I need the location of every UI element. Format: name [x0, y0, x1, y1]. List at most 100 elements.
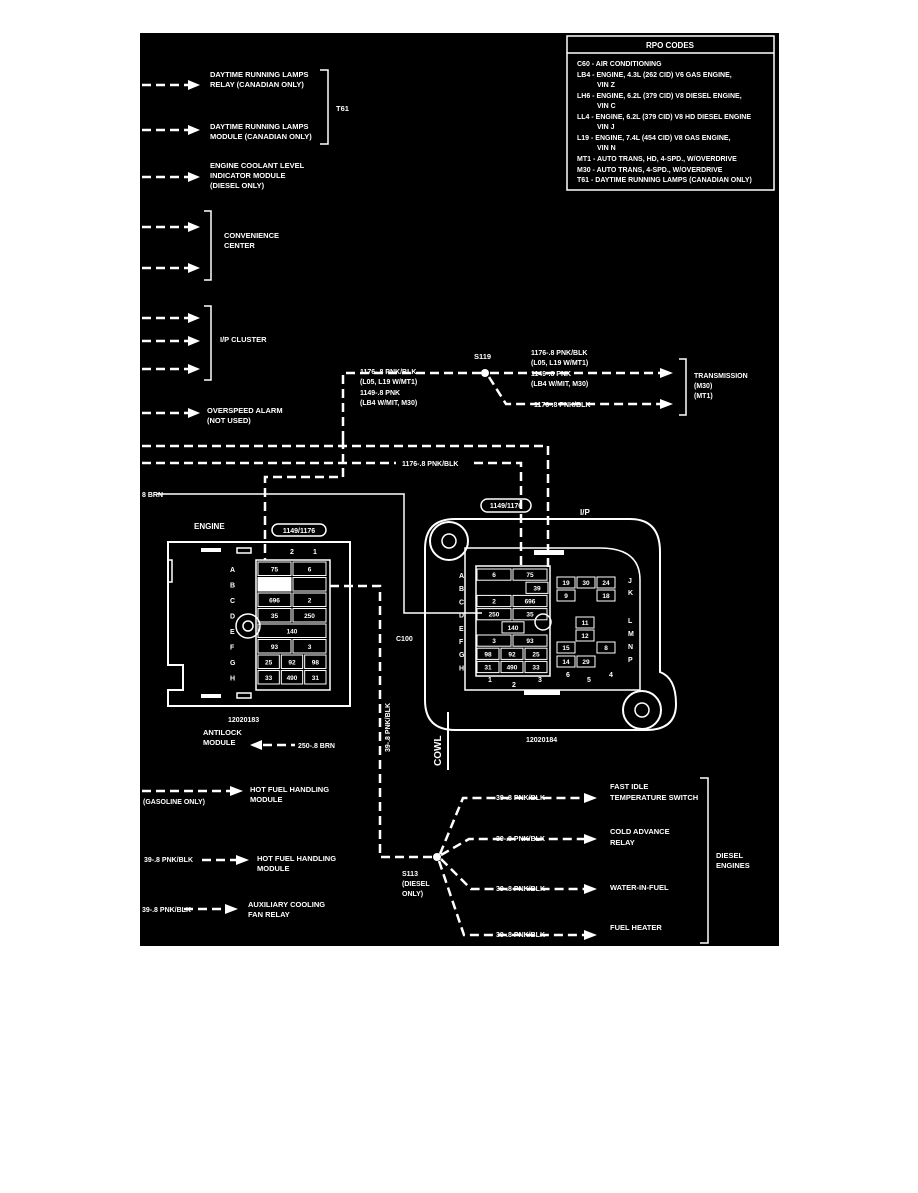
- engine-row-letter: C: [230, 598, 235, 605]
- ip-cavity: [525, 581, 549, 594]
- ip-row-letter: E: [459, 626, 464, 633]
- cavity-number: 14: [562, 659, 570, 666]
- cavity-number: 696: [525, 599, 536, 606]
- ip-cavity: [576, 576, 596, 589]
- cavity-number: 93: [526, 638, 534, 645]
- engine-cavity: [292, 561, 327, 576]
- engine-tag: 1149/1176: [283, 528, 315, 535]
- convenience-label: CONVENIENCE: [224, 231, 279, 240]
- t61-label: T61: [336, 104, 349, 113]
- cavity-number: 140: [508, 625, 519, 632]
- ip-cavity: [512, 594, 548, 608]
- cavity-number: 39: [271, 582, 279, 589]
- diesel-engines-label: DIESEL: [716, 851, 744, 860]
- transmission-circuit: S119 1176-.8 PNK/BLK (L05, L19 W/MT1) 11…: [341, 350, 748, 440]
- trans-left-wire: (L05, L19 W/MT1): [360, 379, 417, 386]
- cavity-number: 33: [532, 665, 540, 672]
- ip-row-letter: B: [459, 586, 464, 593]
- diesel-wire-label: 39-.8 PNK/BLK: [496, 795, 545, 802]
- antilock-label: ANTILOCK: [203, 728, 242, 737]
- rpo-line: L19 - ENGINE, 7.4L (454 CID) V8 GAS ENGI…: [577, 135, 731, 142]
- cavity-number: 696: [269, 597, 280, 604]
- engine-cavity: [292, 592, 327, 607]
- gasoline-only-label: (GASOLINE ONLY): [143, 799, 205, 806]
- cavity-number: 2: [308, 597, 312, 604]
- engine-row-letter: D: [230, 614, 235, 621]
- left-upper-circuits: DAYTIME RUNNING LAMPS RELAY (CANADIAN ON…: [142, 69, 349, 425]
- cavity-number: 93: [271, 644, 279, 651]
- cavity-number: 75: [271, 566, 279, 573]
- rpo-line: VIN N: [597, 145, 616, 152]
- ip-row-letter: N: [628, 644, 633, 651]
- ip-cavity: [556, 589, 576, 602]
- ip-cavity: [476, 660, 500, 674]
- ip-cavity: [556, 655, 576, 668]
- cavity-number: 15: [562, 645, 570, 652]
- cavity-number: 3: [308, 644, 312, 651]
- engine-row-letter: E: [230, 629, 235, 636]
- engine-cavity: [257, 608, 292, 623]
- bottom-left-circuits: HOT FUEL HANDLING MODULE (GASOLINE ONLY)…: [142, 785, 336, 919]
- ip-cavity: [596, 589, 616, 602]
- cavity-number: 29: [582, 659, 590, 666]
- ip-cavity: [501, 621, 525, 634]
- diesel-wire-label: 39-.8 PNK/BLK: [496, 886, 545, 893]
- ip-row-letter: J: [628, 578, 632, 585]
- transmission-label: (M30): [694, 383, 712, 390]
- ip-cavity: [476, 634, 512, 647]
- rpo-line: VIN C: [597, 103, 616, 110]
- overspeed-label: (NOT USED): [207, 416, 251, 425]
- engine-label: ENGINE: [194, 522, 225, 531]
- engine-row-letter: H: [230, 676, 235, 683]
- vertical-wire-label: 39-.8 PNK/BLK: [385, 703, 392, 752]
- fast-idle-label: TEMPERATURE SWITCH: [610, 793, 698, 802]
- engine-cavity: [257, 592, 292, 607]
- cavity-number: 25: [532, 651, 540, 658]
- rpo-line: M30 - AUTO TRANS, 4-SPD., W/OVERDRIVE: [577, 167, 723, 174]
- cavity-number: 92: [288, 659, 296, 666]
- cavity-number: 35: [526, 612, 534, 619]
- engine-cavity: [292, 577, 327, 592]
- ip-cavity: [596, 641, 616, 654]
- trans-lower-wire: 1176-.8 PNK/BLK: [534, 402, 590, 409]
- cavity-number: 98: [484, 651, 492, 658]
- rpo-line: T61 - DAYTIME RUNNING LAMPS (CANADIAN ON…: [577, 177, 752, 184]
- fast-idle-label: FAST IDLE: [610, 782, 648, 791]
- cowl-marker: COWL: [433, 712, 449, 770]
- diesel-circuits: S113 (DIESEL ONLY) 39-.8 PNK/BLK 39-.8 P…: [402, 777, 750, 944]
- overspeed-label: OVERSPEED ALARM: [207, 406, 283, 415]
- ip-row-letter: K: [628, 590, 633, 597]
- ip-cavity: [476, 594, 512, 608]
- ip-cavity: [556, 641, 576, 654]
- rpo-line: LL4 - ENGINE, 6.2L (379 CID) V8 HD DIESE…: [577, 114, 751, 121]
- cavity-number: 98: [312, 659, 320, 666]
- engine-cavity: [292, 608, 327, 623]
- ip-row-letter: D: [459, 613, 464, 620]
- rpo-title: RPO CODES: [646, 41, 695, 50]
- hot-fuel-2-label: HOT FUEL HANDLING: [257, 854, 336, 863]
- antilock-label: MODULE: [203, 738, 236, 747]
- rpo-line: MT1 - AUTO TRANS, HD, 4-SPD., W/OVERDRIV…: [577, 156, 737, 163]
- engine-row-letter: F: [230, 645, 235, 652]
- engine-cavity: [280, 670, 304, 685]
- ip-row-letter: C: [459, 599, 464, 606]
- ip-cavity: [524, 660, 548, 674]
- cavity-number: 92: [508, 651, 516, 658]
- ip-label: I/P: [580, 508, 590, 517]
- ip-bottom-number: 6: [566, 672, 570, 679]
- brn-wire-label: 8 BRN: [142, 492, 163, 499]
- drl-relay-label: DAYTIME RUNNING LAMPS: [210, 70, 308, 79]
- transmission-label: TRANSMISSION: [694, 373, 748, 380]
- cavity-number: 39: [533, 585, 541, 592]
- trans-right-wire: 1149-.8 PNK: [531, 371, 571, 378]
- ip-cavity: [512, 568, 548, 581]
- ip-row-letter: P: [628, 657, 633, 664]
